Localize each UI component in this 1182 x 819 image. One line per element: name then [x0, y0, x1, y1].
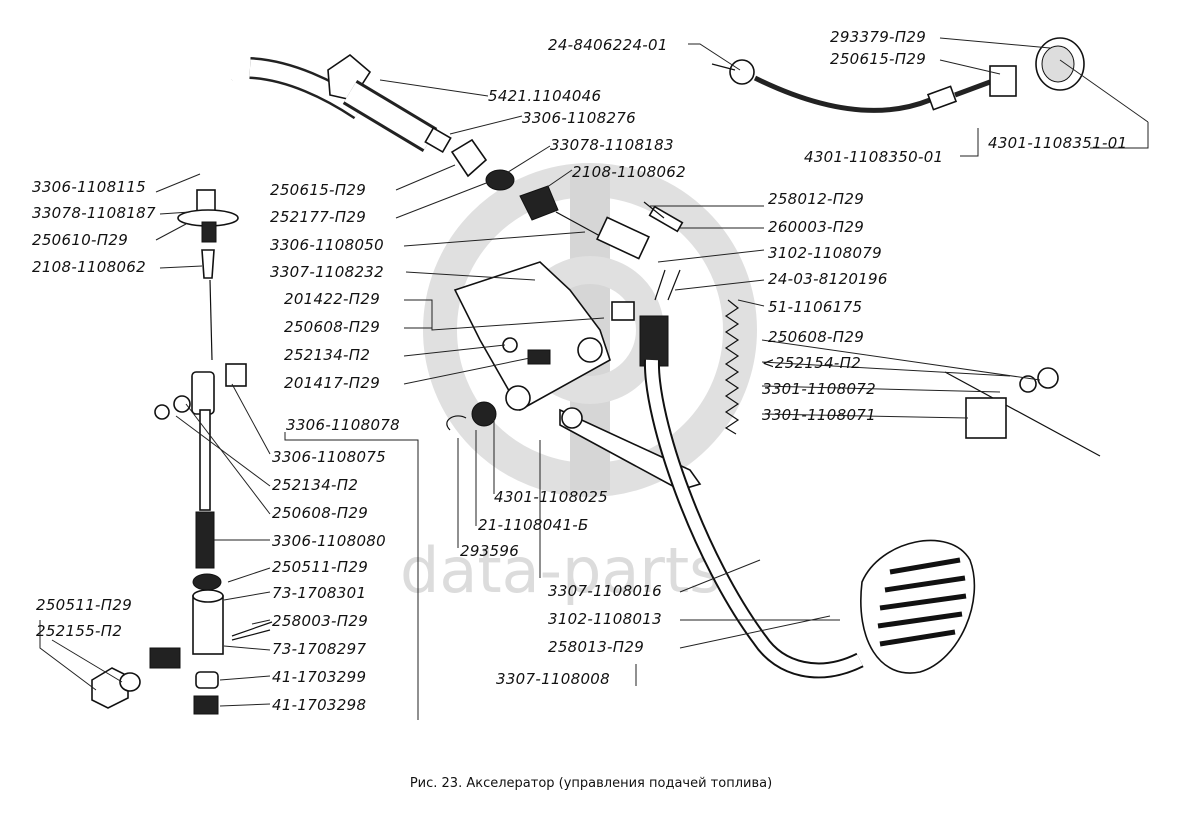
label-3306-1108050: 3306-1108050: [270, 236, 384, 254]
label-5421-1104046: 5421.1104046: [488, 87, 601, 105]
label-3306-1108078: 3306-1108078: [286, 416, 400, 434]
label-3307-1108016: 3307-1108016: [548, 582, 662, 600]
label-3301-1108071: 3301-1108071: [762, 406, 876, 424]
label-2108-1108062-left: 2108-1108062: [32, 258, 146, 276]
label-258013-p29: 258013-П29: [548, 638, 644, 656]
label-252154-p2: <252154-П2: [762, 354, 861, 372]
label-293596: 293596: [460, 542, 519, 560]
label-3306-1108115: 3306-1108115: [32, 178, 146, 196]
label-201422-p29: 201422-П29: [284, 290, 380, 308]
label-250615-p29-mid: 250615-П29: [270, 181, 366, 199]
label-51-1106175: 51-1106175: [768, 298, 862, 316]
label-2108-1108062-top: 2108-1108062: [572, 163, 686, 181]
label-260003-p29: 260003-П29: [768, 218, 864, 236]
label-4301-1108025: 4301-1108025: [494, 488, 608, 506]
label-4301-1108350-01: 4301-1108350-01: [804, 148, 943, 166]
label-3301-1108072: 3301-1108072: [762, 380, 876, 398]
label-252134-p2-left: 252134-П2: [272, 476, 358, 494]
label-24-8406224-01: 24-8406224-01: [548, 36, 668, 54]
label-3307-1108008: 3307-1108008: [496, 670, 610, 688]
label-250608-p29-mid: 250608-П29: [284, 318, 380, 336]
label-252155-p2: 252155-П2: [36, 622, 122, 640]
label-258012-p29: 258012-П29: [768, 190, 864, 208]
label-3306-1108276: 3306-1108276: [522, 109, 636, 127]
label-250511-p29-mid: 250511-П29: [272, 558, 368, 576]
label-250610-p29: 250610-П29: [32, 231, 128, 249]
label-252177-p29: 252177-П29: [270, 208, 366, 226]
label-250615-p29-top: 250615-П29: [830, 50, 926, 68]
label-258003-p29: 258003-П29: [272, 612, 368, 630]
label-250608-p29-left: 250608-П29: [272, 504, 368, 522]
label-3307-1108232: 3307-1108232: [270, 263, 384, 281]
label-250511-p29-left: 250511-П29: [36, 596, 132, 614]
part-labels: 24-8406224-01 293379-П29 250615-П29 5421…: [32, 28, 1127, 714]
figure-caption: Рис. 23. Акселератор (управления подачей…: [409, 776, 773, 791]
label-252134-p2-mid: 252134-П2: [284, 346, 370, 364]
label-24-03-8120196: 24-03-8120196: [768, 270, 888, 288]
label-3306-1108080: 3306-1108080: [272, 532, 386, 550]
label-41-1703299: 41-1703299: [272, 668, 366, 686]
label-73-1708297: 73-1708297: [272, 640, 366, 658]
label-201417-p29: 201417-П29: [284, 374, 380, 392]
label-250608-p29-right: 250608-П29: [768, 328, 864, 346]
label-33078-1108187: 33078-1108187: [32, 204, 156, 222]
label-293379-p29-top: 293379-П29: [830, 28, 926, 46]
label-21-1108041-b: 21-1108041-Б: [478, 516, 589, 534]
label-3306-1108075: 3306-1108075: [272, 448, 386, 466]
label-3102-1108013: 3102-1108013: [548, 610, 662, 628]
leader-lines: [39, 37, 1149, 720]
label-4301-1108351-01: 4301-1108351-01: [988, 134, 1127, 152]
parts-drawing: [91, 37, 1101, 715]
label-41-1703298: 41-1703298: [272, 696, 366, 714]
watermark-text: data-parts: [400, 534, 721, 607]
label-33078-1108183: 33078-1108183: [550, 136, 674, 154]
label-3102-1108079: 3102-1108079: [768, 244, 882, 262]
label-73-1708301: 73-1708301: [272, 584, 366, 602]
